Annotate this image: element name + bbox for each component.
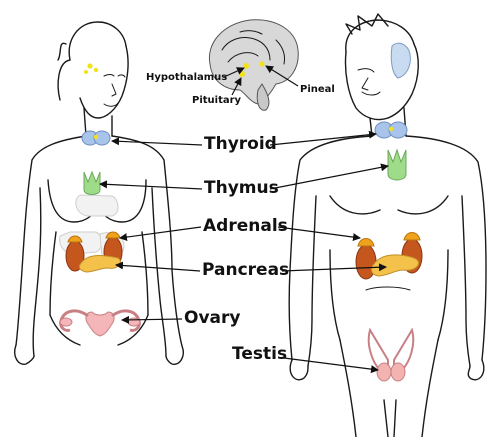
label-hypothalamus: Hypothalamus: [146, 72, 227, 83]
male-testis: [367, 327, 415, 382]
female-ovary: [59, 309, 141, 337]
male-thyroid: [374, 121, 408, 139]
pointer-thyroid-female: [111, 137, 203, 146]
female-thyroid: [81, 130, 111, 146]
male-thymus: [387, 148, 407, 181]
pointer-hypothalamus: [223, 67, 245, 78]
pointer-adrenals-female: [119, 226, 202, 242]
pointer-pancreas-male: [281, 263, 387, 272]
label-adrenals: Adrenals: [203, 216, 288, 236]
brain-inset: [208, 19, 299, 111]
male-figure: [288, 13, 487, 437]
pointer-ovary: [121, 315, 183, 324]
female-brain-glands: [84, 63, 99, 74]
body-labels: Thyroid Thymus Adrenals Pancreas Ovary T…: [99, 130, 389, 374]
female-pancreas: [78, 255, 121, 273]
pointer-pituitary: [231, 77, 242, 96]
pointer-testis: [283, 357, 379, 374]
female-hypothalamus-dot: [87, 63, 93, 69]
female-pineal-dot: [84, 70, 88, 74]
pointer-thyroid-male: [269, 130, 377, 146]
label-thymus: Thymus: [204, 178, 279, 198]
female-pituitary-dot: [93, 67, 99, 73]
brain-labels: Hypothalamus Pituitary Pineal: [146, 65, 335, 106]
pointer-adrenals-male: [277, 226, 361, 242]
pointer-thymus-male: [269, 163, 389, 190]
label-thyroid: Thyroid: [204, 134, 277, 154]
pointer-thymus-female: [99, 180, 203, 190]
label-pituitary: Pituitary: [192, 95, 242, 106]
female-thymus: [83, 170, 101, 195]
label-pancreas: Pancreas: [202, 260, 289, 280]
brain-pineal-dot: [259, 61, 265, 67]
label-testis: Testis: [232, 344, 287, 364]
label-ovary: Ovary: [184, 308, 240, 328]
label-pineal: Pineal: [300, 84, 335, 95]
pointer-pineal: [265, 65, 299, 87]
pointer-pancreas-female: [115, 261, 201, 272]
brain-pituitary-dot: [239, 71, 245, 77]
